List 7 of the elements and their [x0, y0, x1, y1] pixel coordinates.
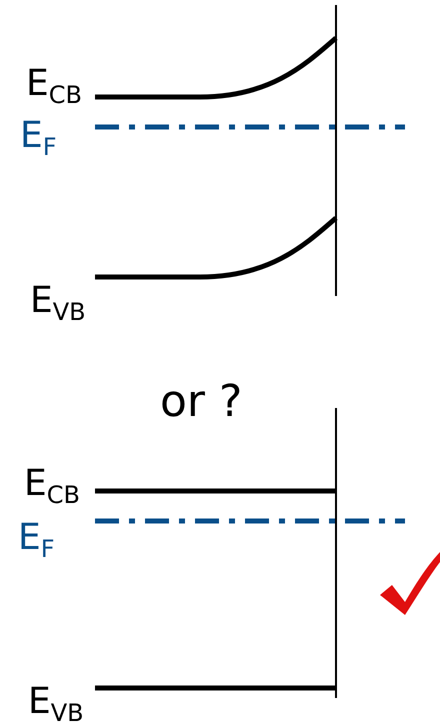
energy-level-label: E$_{CB}$: [24, 466, 80, 507]
energy-level-label: E$_{VB}$: [28, 684, 84, 724]
energy-level-label: E$_{F}$: [20, 118, 57, 159]
energy-level-label: E$_{F}$: [18, 520, 55, 561]
energy-level-label: E$_{VB}$: [30, 283, 86, 324]
energy-level-label: E$_{CB}$: [26, 66, 82, 107]
question-text: or ?: [160, 380, 242, 424]
